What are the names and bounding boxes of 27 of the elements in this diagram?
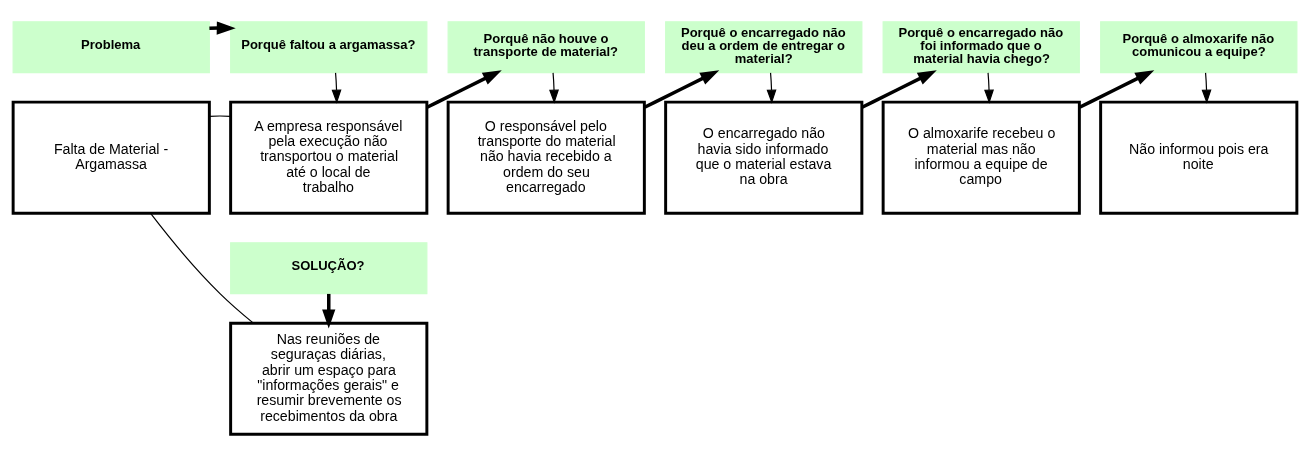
connector (208, 115, 231, 117)
node-box: O almoxarife recebeu o material mas não informou a equipe de campo (881, 100, 1081, 215)
node-box: Porquê o encarregado não foi informado que o material havia chego? (882, 21, 1080, 74)
node-box: Porquê o almoxarife não comunicou a equipe? (1100, 21, 1298, 74)
node-box: Problema (12, 21, 210, 74)
connector (150, 212, 254, 324)
node-box: O encarregado não havia sido informado que o material estava na obra (664, 100, 864, 215)
arrow (209, 21, 236, 35)
arrow (1201, 72, 1212, 104)
arrow (984, 72, 994, 104)
node-box: Porquê faltou a argamassa? (230, 21, 428, 74)
node-box: O responsável pelo transporte do material não havia recebido a ordem do seu encarregado (446, 100, 646, 215)
arrow (643, 70, 720, 109)
node-box: SOLUÇÃO? (230, 242, 428, 295)
arrow (766, 72, 777, 104)
arrow (331, 72, 342, 104)
node-box: Porquê o encarregado não deu a ordem de entregar o material? (665, 21, 863, 74)
node-box: Falta de Material - Argamassa (11, 100, 211, 215)
node-box: Nas reuniões de seguraças diárias, abrir um espaço para "informações gerais" e resumir brevemente os recebimentos da obra (229, 321, 429, 436)
arrow (426, 70, 502, 109)
arrow (549, 72, 559, 104)
node-box: A empresa responsável pela execução não transportou o material até o local de trabalho (229, 100, 429, 215)
node-box: Não informou pois era noite (1099, 100, 1299, 215)
arrow (1078, 70, 1155, 109)
arrow (861, 70, 937, 109)
arrow (322, 293, 336, 329)
node-box: Porquê não houve o transporte de material? (447, 21, 645, 74)
